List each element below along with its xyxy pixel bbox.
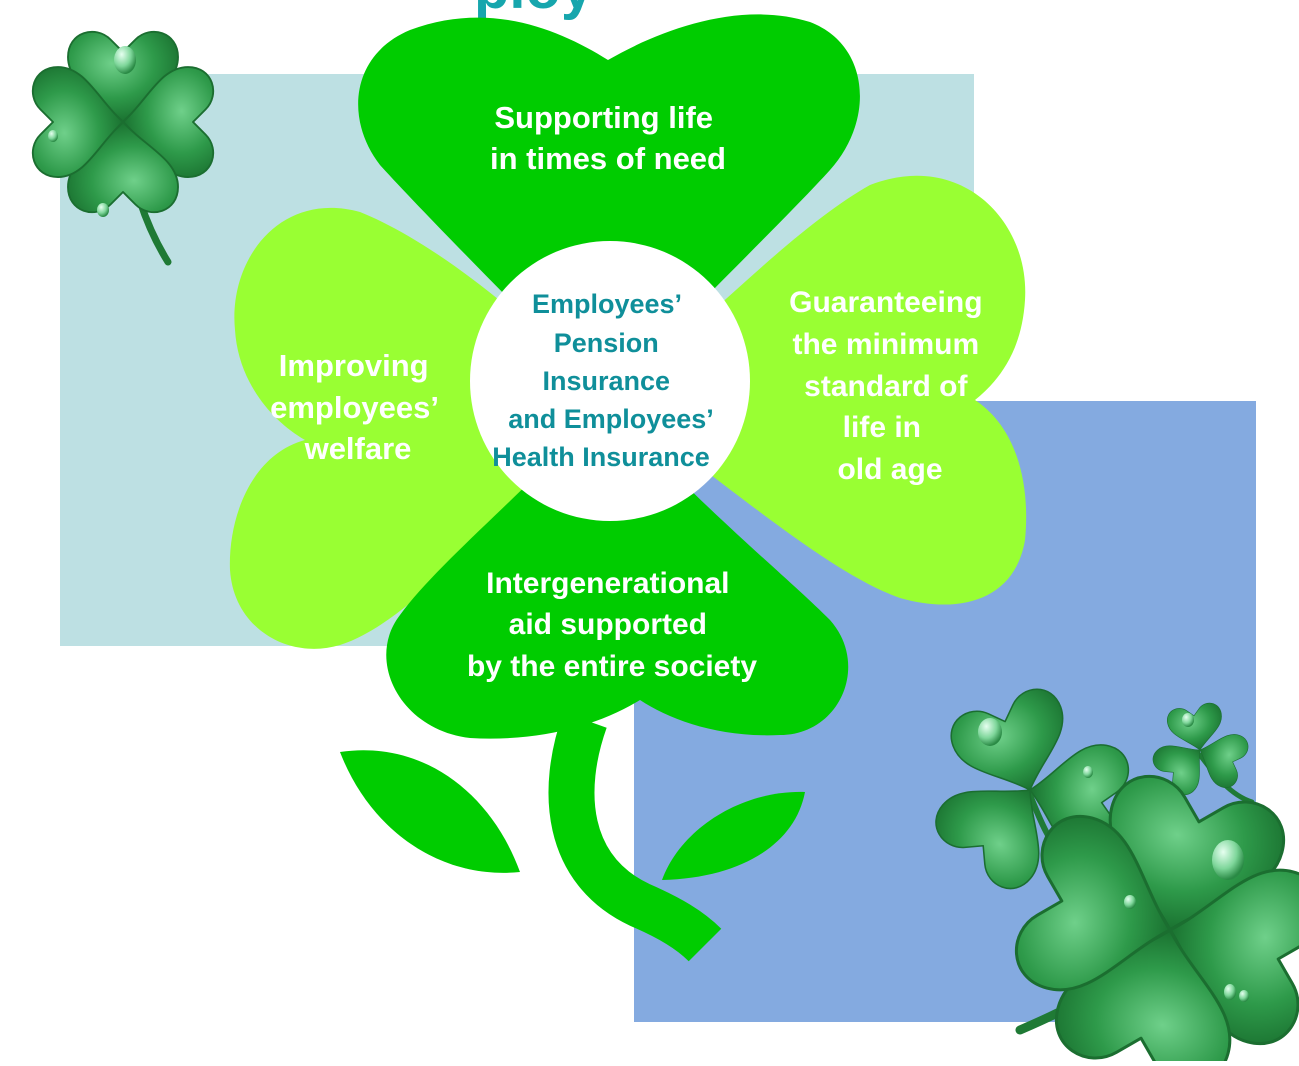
petal-bottom-line: Intergenerational (486, 567, 729, 600)
petal-bottom-text: Intergenerational aid supported by the e… (467, 567, 757, 683)
petal-top (358, 14, 860, 400)
petal-right-line: old age (837, 453, 942, 486)
right-leaf (662, 791, 805, 880)
center-text: Employees’ Pension Insurance and Employe… (492, 289, 720, 472)
petal-right-line: life in (843, 411, 921, 444)
clover-cluster-icon (925, 681, 1299, 1066)
center-line: Employees’ (532, 289, 681, 319)
center-line: Insurance (542, 366, 670, 396)
petal-right-line: the minimum (792, 328, 979, 361)
petal-bottom-line: by the entire society (467, 650, 757, 683)
petal-top-line: Supporting life (494, 100, 713, 135)
center-line: Pension (554, 328, 659, 358)
four-leaf-clover-icon (31, 30, 215, 266)
center-line: Health Insurance (492, 442, 710, 472)
center-circle (470, 241, 750, 521)
petal-right-line: Guaranteeing (789, 286, 982, 319)
petal-right (608, 175, 1027, 605)
center-line: and Employees’ (508, 404, 712, 434)
petal-top-line: in times of need (490, 141, 726, 176)
petal-left-line: welfare (304, 431, 412, 466)
petal-right-text: Guaranteeing the minimum standard of lif… (789, 286, 991, 486)
petal-left-text: Improving employees’ welfare (270, 348, 446, 466)
petal-left-line: employees’ (270, 390, 437, 425)
petal-bottom (386, 400, 849, 739)
petal-top-text: Supporting life in times of need (490, 100, 726, 176)
petal-bottom-line: aid supported (509, 608, 707, 641)
title-fragment: ploy (474, 0, 593, 21)
clover-stem (548, 712, 722, 962)
left-leaf (340, 750, 520, 873)
petal-left-line: Improving (279, 348, 429, 383)
petal-right-line: standard of (804, 370, 968, 403)
